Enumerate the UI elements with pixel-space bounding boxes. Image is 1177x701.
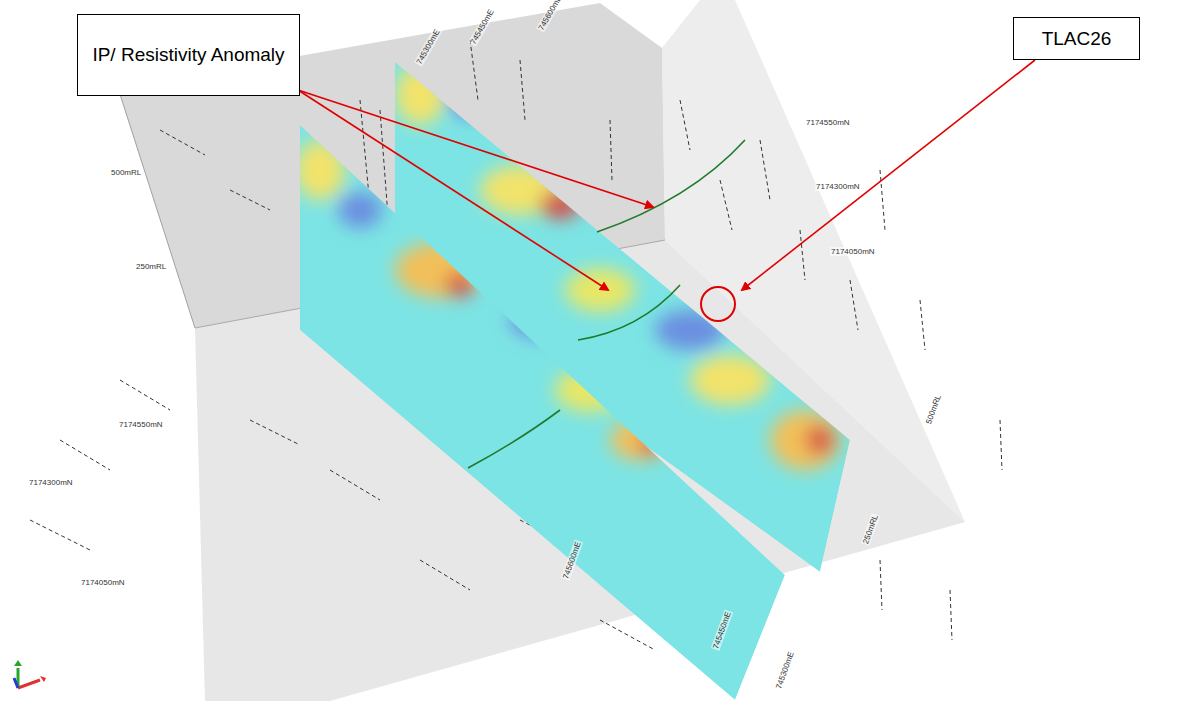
grid-label: 745300mE bbox=[774, 650, 796, 691]
callout-text: IP/ Resistivity Anomaly bbox=[84, 39, 292, 71]
target-circle bbox=[701, 287, 735, 321]
callout-box: TLAC26 bbox=[1013, 17, 1140, 60]
grid-label: 7174050mN bbox=[830, 247, 876, 256]
grid-label: 250mRL bbox=[135, 262, 167, 271]
drill-traces bbox=[468, 140, 745, 468]
axis-triad bbox=[14, 660, 46, 688]
grid-label: 7174550mN bbox=[118, 420, 164, 429]
leader-arrows bbox=[298, 60, 1035, 290]
grid-label: 7174050mN bbox=[80, 578, 126, 587]
grid-label: 7174300mN bbox=[815, 182, 861, 191]
grid-label: 500mRL bbox=[924, 393, 943, 426]
grid-label: 7174300mN bbox=[28, 478, 74, 487]
grid-label: 7174550mN bbox=[805, 118, 851, 127]
callout-box: IP/ Resistivity Anomaly bbox=[77, 14, 300, 96]
grid-label: 500mRL bbox=[110, 168, 142, 177]
callout-text: TLAC26 bbox=[1034, 23, 1120, 55]
ip-section-front bbox=[295, 125, 785, 700]
